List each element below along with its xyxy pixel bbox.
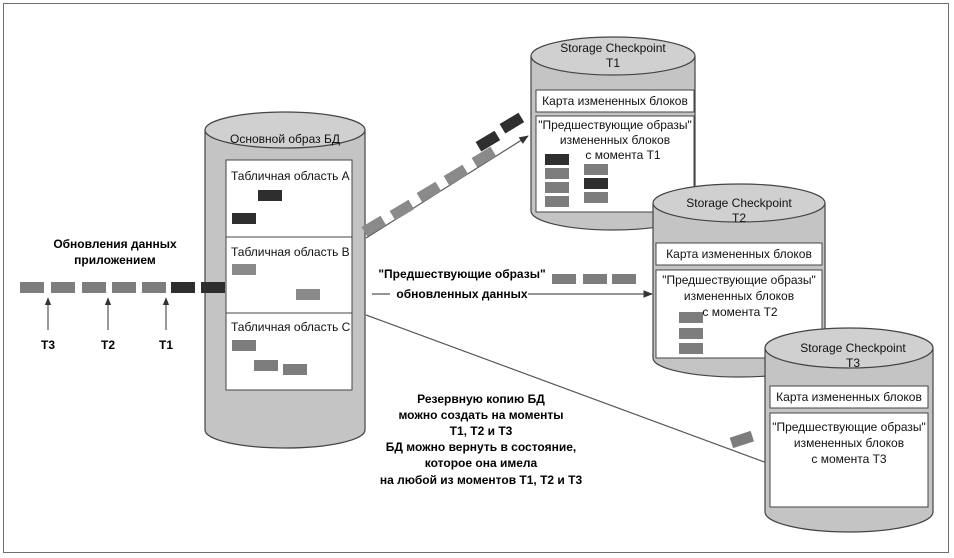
block xyxy=(545,168,569,179)
main-db-cylinder: Основной образ БД Табличная область А Та… xyxy=(204,111,366,449)
block xyxy=(499,112,525,134)
block xyxy=(443,164,469,186)
checkpoint-t2-title-time: T2 xyxy=(732,211,746,225)
updates-label-line2: приложением xyxy=(74,253,156,267)
block xyxy=(296,289,320,300)
block xyxy=(283,364,307,375)
checkpoint-t1-desc1: "Предшествующие образы" xyxy=(538,118,692,132)
main-db-title: Основной образ БД xyxy=(230,132,340,146)
block xyxy=(545,182,569,193)
update-block xyxy=(112,282,136,293)
note-line: Резервную копию БД xyxy=(417,392,545,406)
checkpoint-t1-desc2: измененных блоков xyxy=(560,133,670,147)
block xyxy=(471,146,497,168)
block xyxy=(769,412,929,508)
tablespace-b-label: Табличная область В xyxy=(231,245,350,259)
checkpoint-t1-title: Storage Checkpoint xyxy=(560,41,666,55)
before-images-label-line2: обновленных данных xyxy=(396,287,527,301)
update-block xyxy=(20,282,44,293)
checkpoint-t3-map-label: Карта измененных блоков xyxy=(776,390,922,404)
flow-arrows: "Предшествующие образы" обновленных данн… xyxy=(361,112,779,468)
note-line: можно создать на моменты xyxy=(398,408,563,422)
shape xyxy=(764,327,934,369)
update-block xyxy=(142,282,166,293)
block xyxy=(769,385,929,409)
block xyxy=(679,343,703,354)
checkpoint-t1-desc3: с момента T1 xyxy=(585,148,661,162)
update-block xyxy=(171,282,195,293)
checkpoint-t2-desc3: с момента T2 xyxy=(702,305,778,319)
shape xyxy=(530,36,696,76)
block xyxy=(655,242,823,266)
checkpoint-t3-cylinder: Storage Checkpoint T3 Карта измененных б… xyxy=(764,327,934,533)
shape xyxy=(204,111,366,149)
checkpoint-t1-map-label: Карта измененных блоков xyxy=(542,94,688,108)
note-line: на любой из моментов T1, T2 и T3 xyxy=(380,473,583,487)
block xyxy=(552,274,576,284)
update-block xyxy=(201,282,225,293)
note-line: БД можно вернуть в состояние, xyxy=(386,440,576,454)
checkpoint-t3-title: Storage Checkpoint xyxy=(800,341,906,355)
block xyxy=(232,340,256,351)
block xyxy=(584,192,608,203)
before-images-label-line1: "Предшествующие образы" xyxy=(378,267,545,281)
block xyxy=(254,360,278,371)
block xyxy=(545,196,569,207)
block xyxy=(729,430,755,449)
block xyxy=(545,154,569,165)
checkpoint-t2-desc1: "Предшествующие образы" xyxy=(662,273,816,287)
block xyxy=(583,274,607,284)
block xyxy=(416,181,442,203)
checkpoint-t1-title-time: T1 xyxy=(606,56,620,70)
block xyxy=(389,199,415,221)
shape xyxy=(365,135,529,239)
block xyxy=(535,89,695,113)
note: Резервную копию БД можно создать на моме… xyxy=(380,392,583,487)
time-label-t3: T3 xyxy=(41,338,55,352)
checkpoint-t2-desc2: измененных блоков xyxy=(684,289,794,303)
block xyxy=(232,213,256,224)
block xyxy=(475,130,501,152)
block xyxy=(225,159,353,391)
checkpoint-t3-desc2: измененных блоков xyxy=(794,436,904,450)
time-label-t1: T1 xyxy=(159,338,173,352)
block xyxy=(679,312,703,323)
checkpoint-t1-cylinder: Storage Checkpoint T1 Карта измененных б… xyxy=(530,36,696,231)
updates-label-line1: Обновления данных xyxy=(53,237,177,251)
tablespace-c-label: Табличная область С xyxy=(231,320,351,334)
block xyxy=(679,328,703,339)
shape xyxy=(365,314,779,468)
time-label-t2: T2 xyxy=(101,338,115,352)
checkpoint-t2-title: Storage Checkpoint xyxy=(686,196,792,210)
update-stream: Обновления данных приложением T3 T2 T1 xyxy=(20,237,225,352)
block xyxy=(232,264,256,275)
checkpoint-t3-desc3: с момента T3 xyxy=(811,452,887,466)
update-block xyxy=(51,282,75,293)
block xyxy=(584,164,608,175)
block xyxy=(612,274,636,284)
checkpoint-t2-map-label: Карта измененных блоков xyxy=(666,247,812,261)
block xyxy=(584,178,608,189)
tablespace-a-label: Табличная область А xyxy=(231,169,350,183)
update-block xyxy=(82,282,106,293)
block xyxy=(258,190,282,201)
checkpoint-t3-title-time: T3 xyxy=(846,356,860,370)
note-line: которое она имела xyxy=(425,456,538,470)
note-line: T1, T2 и T3 xyxy=(450,424,513,438)
checkpoint-t3-desc1: "Предшествующие образы" xyxy=(772,420,926,434)
shape xyxy=(652,183,826,223)
checkpoint-t2-cylinder: Storage Checkpoint T2 Карта измененных б… xyxy=(652,183,826,378)
block xyxy=(361,215,387,237)
